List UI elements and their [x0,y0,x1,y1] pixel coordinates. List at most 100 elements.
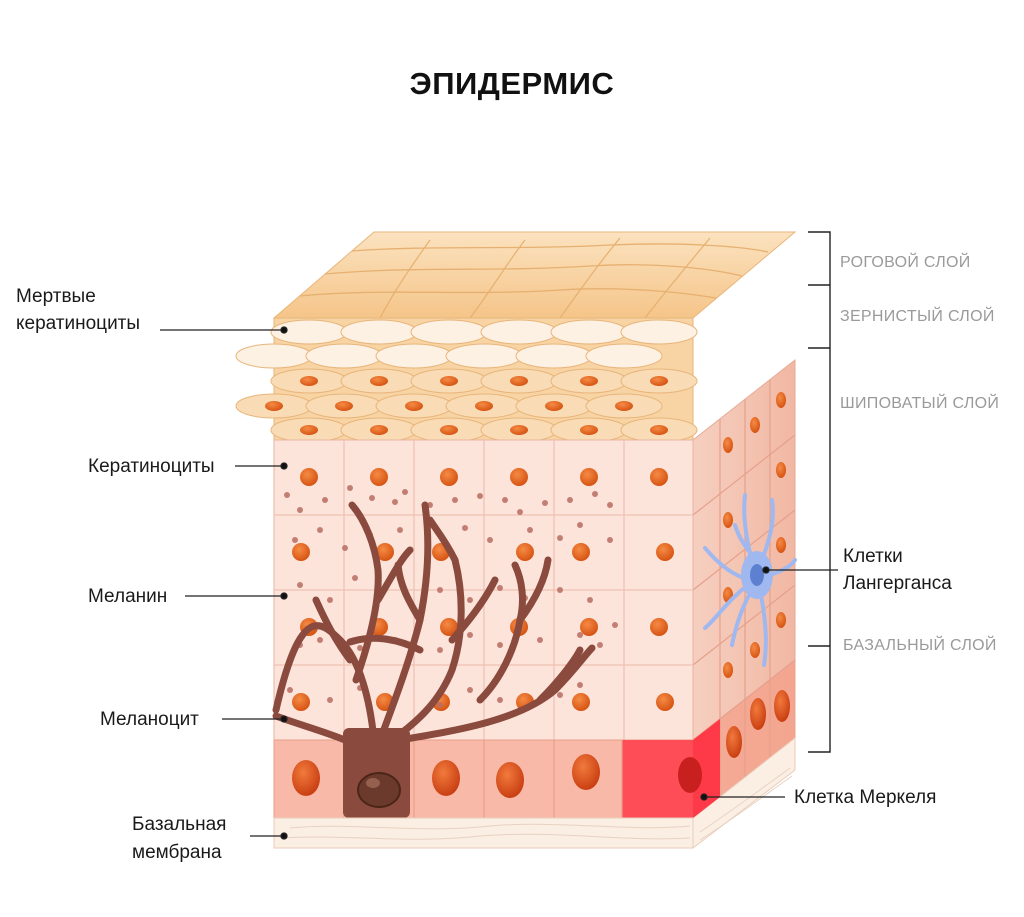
label-langerhans-2: Лангерганса [843,573,952,594]
keratinocyte-nucleus [300,468,318,486]
keratinocyte-nucleus [510,468,528,486]
melanin-granule [357,645,363,651]
spinous-grid [273,439,694,741]
cell-nucleus [510,425,528,435]
cell-nucleus [440,376,458,386]
cell-nucleus [300,425,318,435]
keratinocyte-nucleus [572,543,590,561]
layer-corneum: РОГОВОЙ СЛОЙ [840,254,971,271]
keratinocyte-nucleus [376,543,394,561]
cell-nucleus [650,376,668,386]
melanin-granule [467,687,473,693]
melanin-granule [462,525,468,531]
melanin-granule [517,509,523,515]
cell-nucleus [405,401,423,411]
melanin-granule [467,632,473,638]
cell-nucleus [370,425,388,435]
keratinocyte-nucleus [440,618,458,636]
cell-nucleus [335,401,353,411]
cell-nucleus [370,376,388,386]
melanin-granule [612,622,618,628]
basal-cell-nucleus [496,762,524,798]
melanin-granule [537,637,543,643]
cell-nucleus [510,376,528,386]
melanin-granule [452,497,458,503]
melanin-granule [592,491,598,497]
melanin-granule [607,537,613,543]
cell-nucleus [650,425,668,435]
keratinocyte-nucleus [572,693,590,711]
melanin-granule [502,497,508,503]
label-melanin: Меланин [88,586,168,607]
dead-keratinocyte [410,319,488,345]
dead-keratinocyte [585,343,663,369]
melanin-granule [392,499,398,505]
keratinocyte-nucleus [292,543,310,561]
upper-layers-front [235,317,698,443]
melanin-granule [467,597,473,603]
dead-keratinocyte [445,343,523,369]
melanin-granule [342,545,348,551]
keratinocyte-nucleus [292,693,310,711]
basal-layer-front [273,719,720,819]
keratinocyte-nucleus [656,543,674,561]
melanin-granule [327,697,333,703]
cell-nucleus [615,401,633,411]
melanin-granule [567,497,573,503]
cell-nucleus [475,401,493,411]
cell-nucleus [440,425,458,435]
melanin-granule [437,587,443,593]
cell-nucleus [580,376,598,386]
basement-membrane [273,817,694,849]
melanin-granule [597,642,603,648]
cell-nucleus [580,425,598,435]
melanin-granule [497,585,503,591]
layer-granulosum: ЗЕРНИСТЫЙ СЛОЙ [840,308,995,325]
dead-keratinocyte [620,319,698,345]
melanin-granule [437,702,443,708]
melanin-granule [542,500,548,506]
label-keratinocytes: Кератиноциты [88,456,215,477]
label-basement-membrane-1: Базальная [132,814,227,835]
label-basement-membrane-2: мембрана [132,842,222,863]
melanin-granule [287,687,293,693]
melanocyte [272,501,596,744]
melanin-granule [577,682,583,688]
dead-keratinocyte [480,319,558,345]
label-merkel-cell: Клетка Меркеля [794,787,937,808]
layer-basale: БАЗАЛЬНЫЙ СЛОЙ [843,637,997,654]
melanin-granule [347,485,353,491]
melanin-granule [577,632,583,638]
dead-keratinocyte [340,319,418,345]
stratum-corneum-top [272,231,797,319]
label-dead-keratinocytes-1: Мертвые [16,286,96,307]
basal-cell-nucleus [432,760,460,796]
merkel-cell-nucleus [678,757,702,793]
label-dead-keratinocytes-2: кератиноциты [16,313,141,334]
leader-lines [160,326,838,840]
diagram-title: ЭПИДЕРМИС [409,66,615,101]
dead-keratinocyte [305,343,383,369]
dead-keratinocyte [375,343,453,369]
basal-cell-nucleus [572,754,600,790]
keratinocyte-nucleus [370,468,388,486]
melanin-granule [327,597,333,603]
melanin-granule [322,497,328,503]
melanin-granule [607,502,613,508]
melanin-granule [497,642,503,648]
melanin-granule [402,489,408,495]
melanin-granule [397,527,403,533]
melanin-granule [369,495,375,501]
melanin-granule [497,697,503,703]
cell-nucleus [545,401,563,411]
melanin-granule [557,692,563,698]
melanin-granule [317,527,323,533]
keratinocyte-nucleus [516,543,534,561]
melanin-granule [527,527,533,533]
label-langerhans-1: Клетки [843,546,903,567]
melanin-granule [352,575,358,581]
basal-cell-nucleus [292,760,320,796]
cell-nucleus [300,376,318,386]
